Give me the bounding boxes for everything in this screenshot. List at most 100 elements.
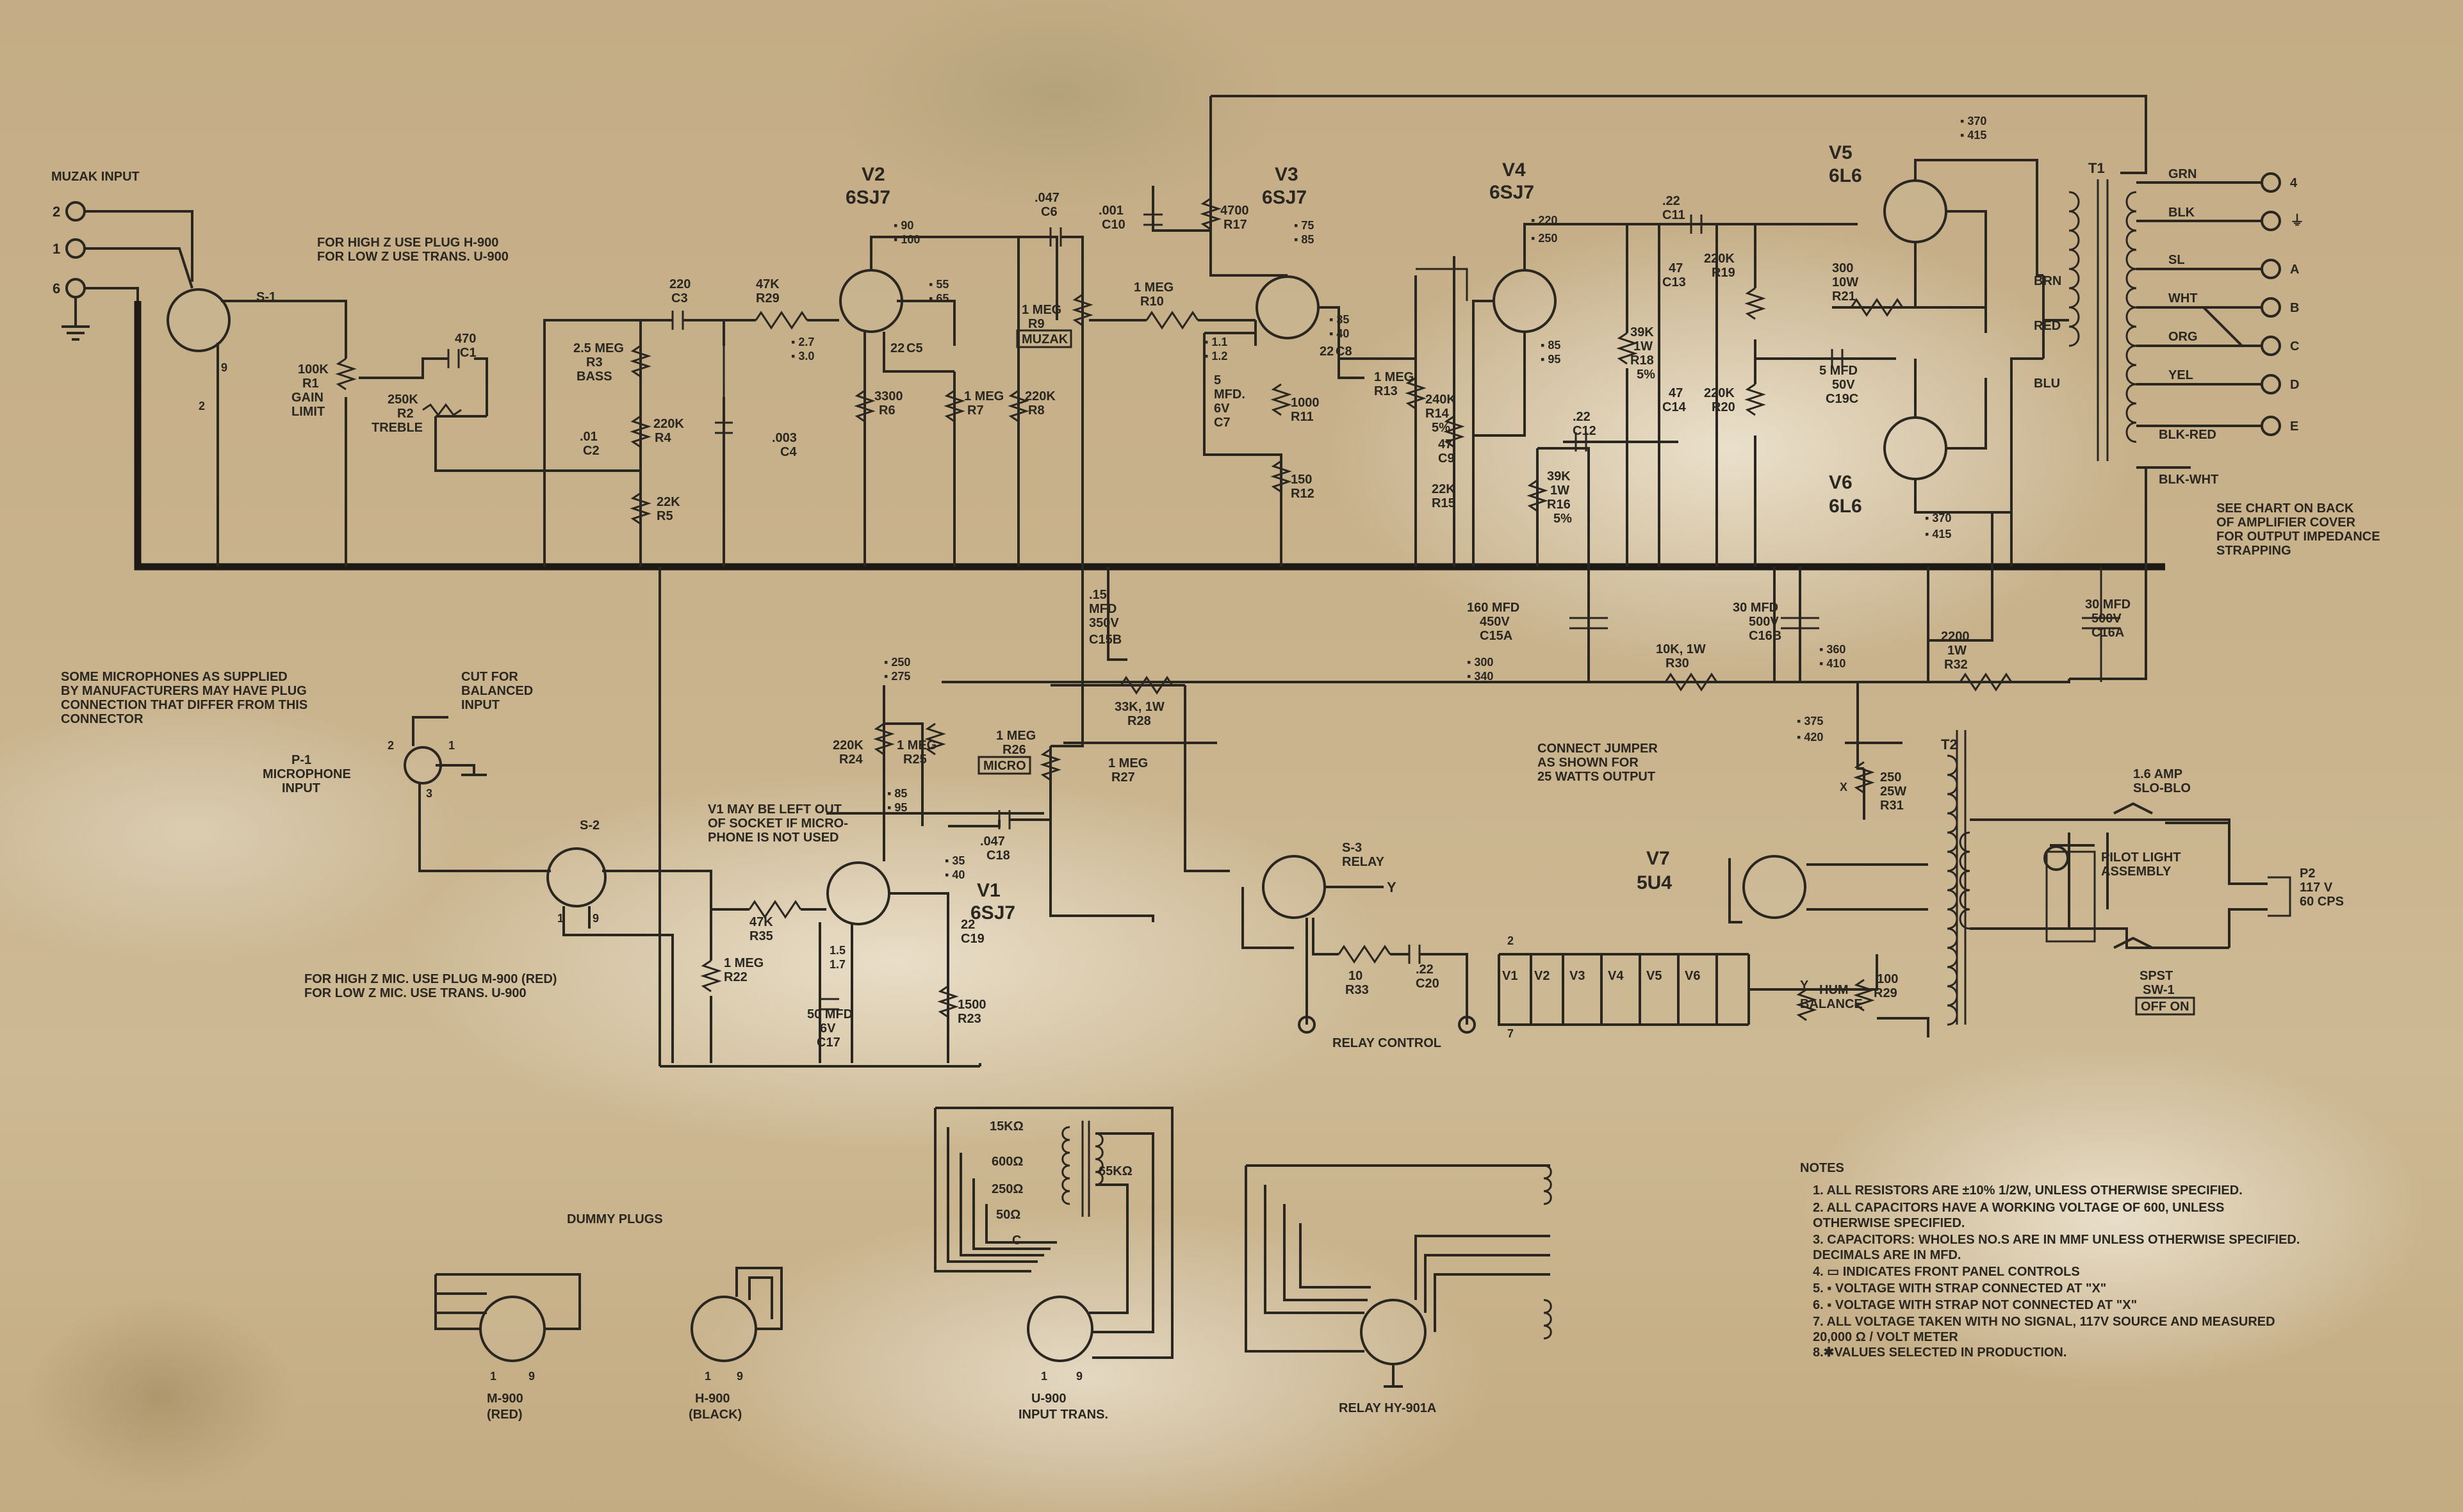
r12-ref: R12: [1291, 487, 1314, 501]
heater-pin-2: 2: [1507, 934, 1514, 947]
b1-voltage-2: ▪ 340: [1467, 670, 1493, 683]
v5-voltage-1: ▪ 370: [1960, 115, 1986, 127]
r28-value: 33K, 1W: [1115, 700, 1165, 714]
p2-voltage: 117 V: [2300, 881, 2333, 895]
r27-ref: R27: [1111, 770, 1135, 784]
tap-50: 50Ω: [996, 1208, 1020, 1222]
r9-ref: R9: [1028, 317, 1045, 331]
mic-note-2: BY MANUFACTURERS MAY HAVE PLUG: [61, 684, 307, 698]
c7-value: 5: [1214, 373, 1221, 387]
c3-ref: C3: [671, 291, 688, 305]
r22-ref: R22: [724, 970, 748, 984]
v3-type: 6SJ7: [1262, 187, 1307, 208]
v3-ref: V3: [1275, 164, 1298, 185]
v6-ref: V6: [1829, 472, 1853, 493]
power-supply-wiring: [1498, 730, 2291, 1037]
note-line-7: 5. ▪ VOLTAGE WITH STRAP CONNECTED AT "X": [1813, 1281, 2106, 1296]
c12-ref: C12: [1573, 424, 1596, 438]
c11-value: .22: [1662, 194, 1680, 208]
r11-value: 1000: [1291, 396, 1320, 410]
r19-value: 220K: [1704, 252, 1735, 266]
v7-ref: V7: [1646, 848, 1670, 869]
r15-ref: R15: [1432, 496, 1455, 510]
output-stage-wiring: [1832, 159, 2281, 680]
r8-ref: R8: [1028, 403, 1045, 418]
s3-relay-label: RELAY: [1342, 855, 1385, 869]
fuse-label-2: SLO-BLO: [2133, 781, 2191, 795]
c16b-voltage: 500V: [1749, 615, 1779, 629]
c15a-voltage: 450V: [1480, 615, 1510, 629]
v4k-voltage-1: ▪ 85: [1541, 339, 1560, 352]
u900-name: U-900: [1031, 1392, 1066, 1406]
h900-sub: (BLACK): [689, 1408, 742, 1422]
r8-value: 220K: [1025, 389, 1056, 403]
c8-value: 22: [1320, 345, 1334, 359]
r1-name1: GAIN: [291, 391, 323, 405]
b1-voltage-1: ▪ 300: [1467, 656, 1493, 669]
r20-value: 220K: [1704, 386, 1735, 400]
relay-control-label: RELAY CONTROL: [1332, 1036, 1441, 1050]
r35-value: 47K: [749, 915, 773, 929]
c4-value: .003: [772, 431, 797, 445]
b2-voltage-1: ▪ 360: [1819, 643, 1845, 656]
r1-ref: R1: [302, 377, 319, 391]
chart-note-2: OF AMPLIFIER COVER: [2216, 516, 2356, 530]
r16-ref: R16: [1547, 498, 1571, 512]
plug-note-high: FOR HIGH Z USE PLUG H-900: [317, 236, 498, 250]
relay-wiring: [1241, 855, 1476, 1034]
tap-15k: 15KΩ: [990, 1119, 1024, 1134]
c16b-ref: C16B: [1749, 629, 1781, 643]
v3k-voltage-1: ▪ 35: [1329, 313, 1349, 326]
t1-label: T1: [2088, 160, 2105, 176]
relay-labels: S-3 RELAY Y RELAY CONTROL: [1332, 841, 1441, 1050]
note-line-5: DECIMALS ARE IN MFD.: [1813, 1248, 1961, 1262]
r32-power: 1W: [1947, 644, 1967, 658]
c15b-ref: C15B: [1089, 633, 1122, 647]
note-line-1: 1. ALL RESISTORS ARE ±10% 1/2W, UNLESS O…: [1813, 1183, 2243, 1198]
m900-pin-1: 1: [490, 1370, 496, 1383]
r24-ref: R24: [839, 752, 863, 767]
r25-ref: R25: [903, 752, 927, 767]
s2-label: S-2: [580, 818, 600, 833]
r33-value: 10: [1348, 969, 1362, 983]
heater-v4: V4: [1608, 969, 1624, 983]
mic-labels: SOME MICROPHONES AS SUPPLIED BY MANUFACT…: [61, 670, 848, 1000]
c19c-value: 5 MFD: [1819, 364, 1858, 378]
c16a-value: 30 MFD: [2085, 597, 2131, 612]
v3-wiring: [1143, 95, 2147, 567]
r17-ref: R17: [1223, 218, 1247, 232]
v3c-voltage-2: ▪ 1.2: [1204, 350, 1227, 362]
b-plus-filter-wiring: [659, 512, 2120, 1068]
c14-ref: C14: [1662, 400, 1687, 414]
tap-wht: WHT: [2168, 291, 2198, 305]
s2-pin-1: 1: [557, 912, 564, 925]
c16b-value: 30 MFD: [1733, 601, 1778, 615]
power-labels: CONNECT JUMPER AS SHOWN FOR 25 WATTS OUT…: [1502, 736, 2344, 1040]
c6-value: .047: [1035, 191, 1060, 205]
s1-pin-2: 2: [199, 400, 205, 412]
c5-ref: C5: [906, 341, 923, 355]
r3-name: BASS: [577, 370, 612, 384]
r32-value: 2200: [1941, 630, 1970, 644]
jumper-note-1: CONNECT JUMPER: [1537, 742, 1658, 756]
terminal-b: B: [2290, 301, 2299, 315]
p1-label: P-1: [291, 753, 311, 767]
terminal-c: C: [2290, 339, 2299, 354]
r16-power: 1W: [1550, 484, 1569, 498]
balance-label: BALANCE: [1800, 997, 1863, 1011]
hum-label: HUM: [1819, 983, 1849, 997]
r14-tol: 5%: [1432, 421, 1450, 435]
r24-value: 220K: [833, 738, 863, 752]
r16-value: 39K: [1547, 469, 1571, 484]
c17-value: 50 MFD: [807, 1007, 853, 1021]
mic-note-4: CONNECTOR: [61, 712, 143, 726]
c7-voltage: 6V: [1214, 402, 1230, 416]
r1-name2: LIMIT: [291, 405, 325, 419]
tap-250: 250Ω: [992, 1182, 1023, 1196]
r26-ref: R26: [1002, 743, 1026, 757]
r21-value: 300: [1832, 261, 1853, 275]
c17-voltage: 6V: [820, 1021, 836, 1036]
v2g-voltage-1: ▪ 2.7: [791, 336, 814, 348]
